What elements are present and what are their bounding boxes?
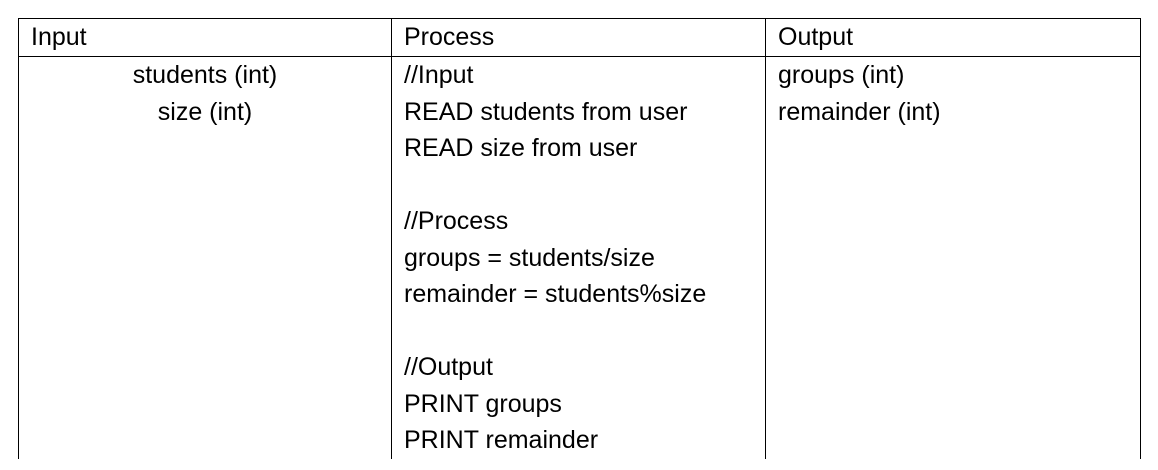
- header-input: Input: [18, 18, 392, 57]
- process-line: READ students from user: [404, 97, 688, 126]
- process-line: remainder = students%size: [404, 280, 707, 308]
- input-line: students (int): [132, 61, 278, 89]
- header-output: Output: [765, 18, 1141, 57]
- process-cell: //Input READ students from user READ siz…: [391, 56, 766, 459]
- process-line: //Input: [404, 61, 474, 89]
- process-line: //Output: [404, 353, 493, 381]
- process-line: PRINT remainder: [404, 426, 599, 454]
- input-cell: students (int) size (int): [18, 56, 392, 459]
- header-process: Process: [391, 18, 766, 57]
- process-line: //Process: [404, 207, 509, 235]
- process-line: groups = students/size: [404, 243, 655, 272]
- output-line: groups (int): [778, 61, 905, 89]
- process-line: [404, 167, 765, 204]
- process-line: READ size from user: [404, 134, 638, 162]
- process-line: PRINT groups: [404, 389, 562, 418]
- header-row: Input Process Output: [18, 18, 1141, 57]
- input-line: size (int): [157, 97, 253, 126]
- body-row: students (int) size (int) //Input READ s…: [18, 56, 1141, 459]
- process-line: [404, 313, 765, 350]
- output-cell: groups (int) remainder (int): [765, 56, 1141, 459]
- output-line: remainder (int): [778, 97, 941, 126]
- ipo-table: Input Process Output students (int) size…: [18, 18, 1141, 459]
